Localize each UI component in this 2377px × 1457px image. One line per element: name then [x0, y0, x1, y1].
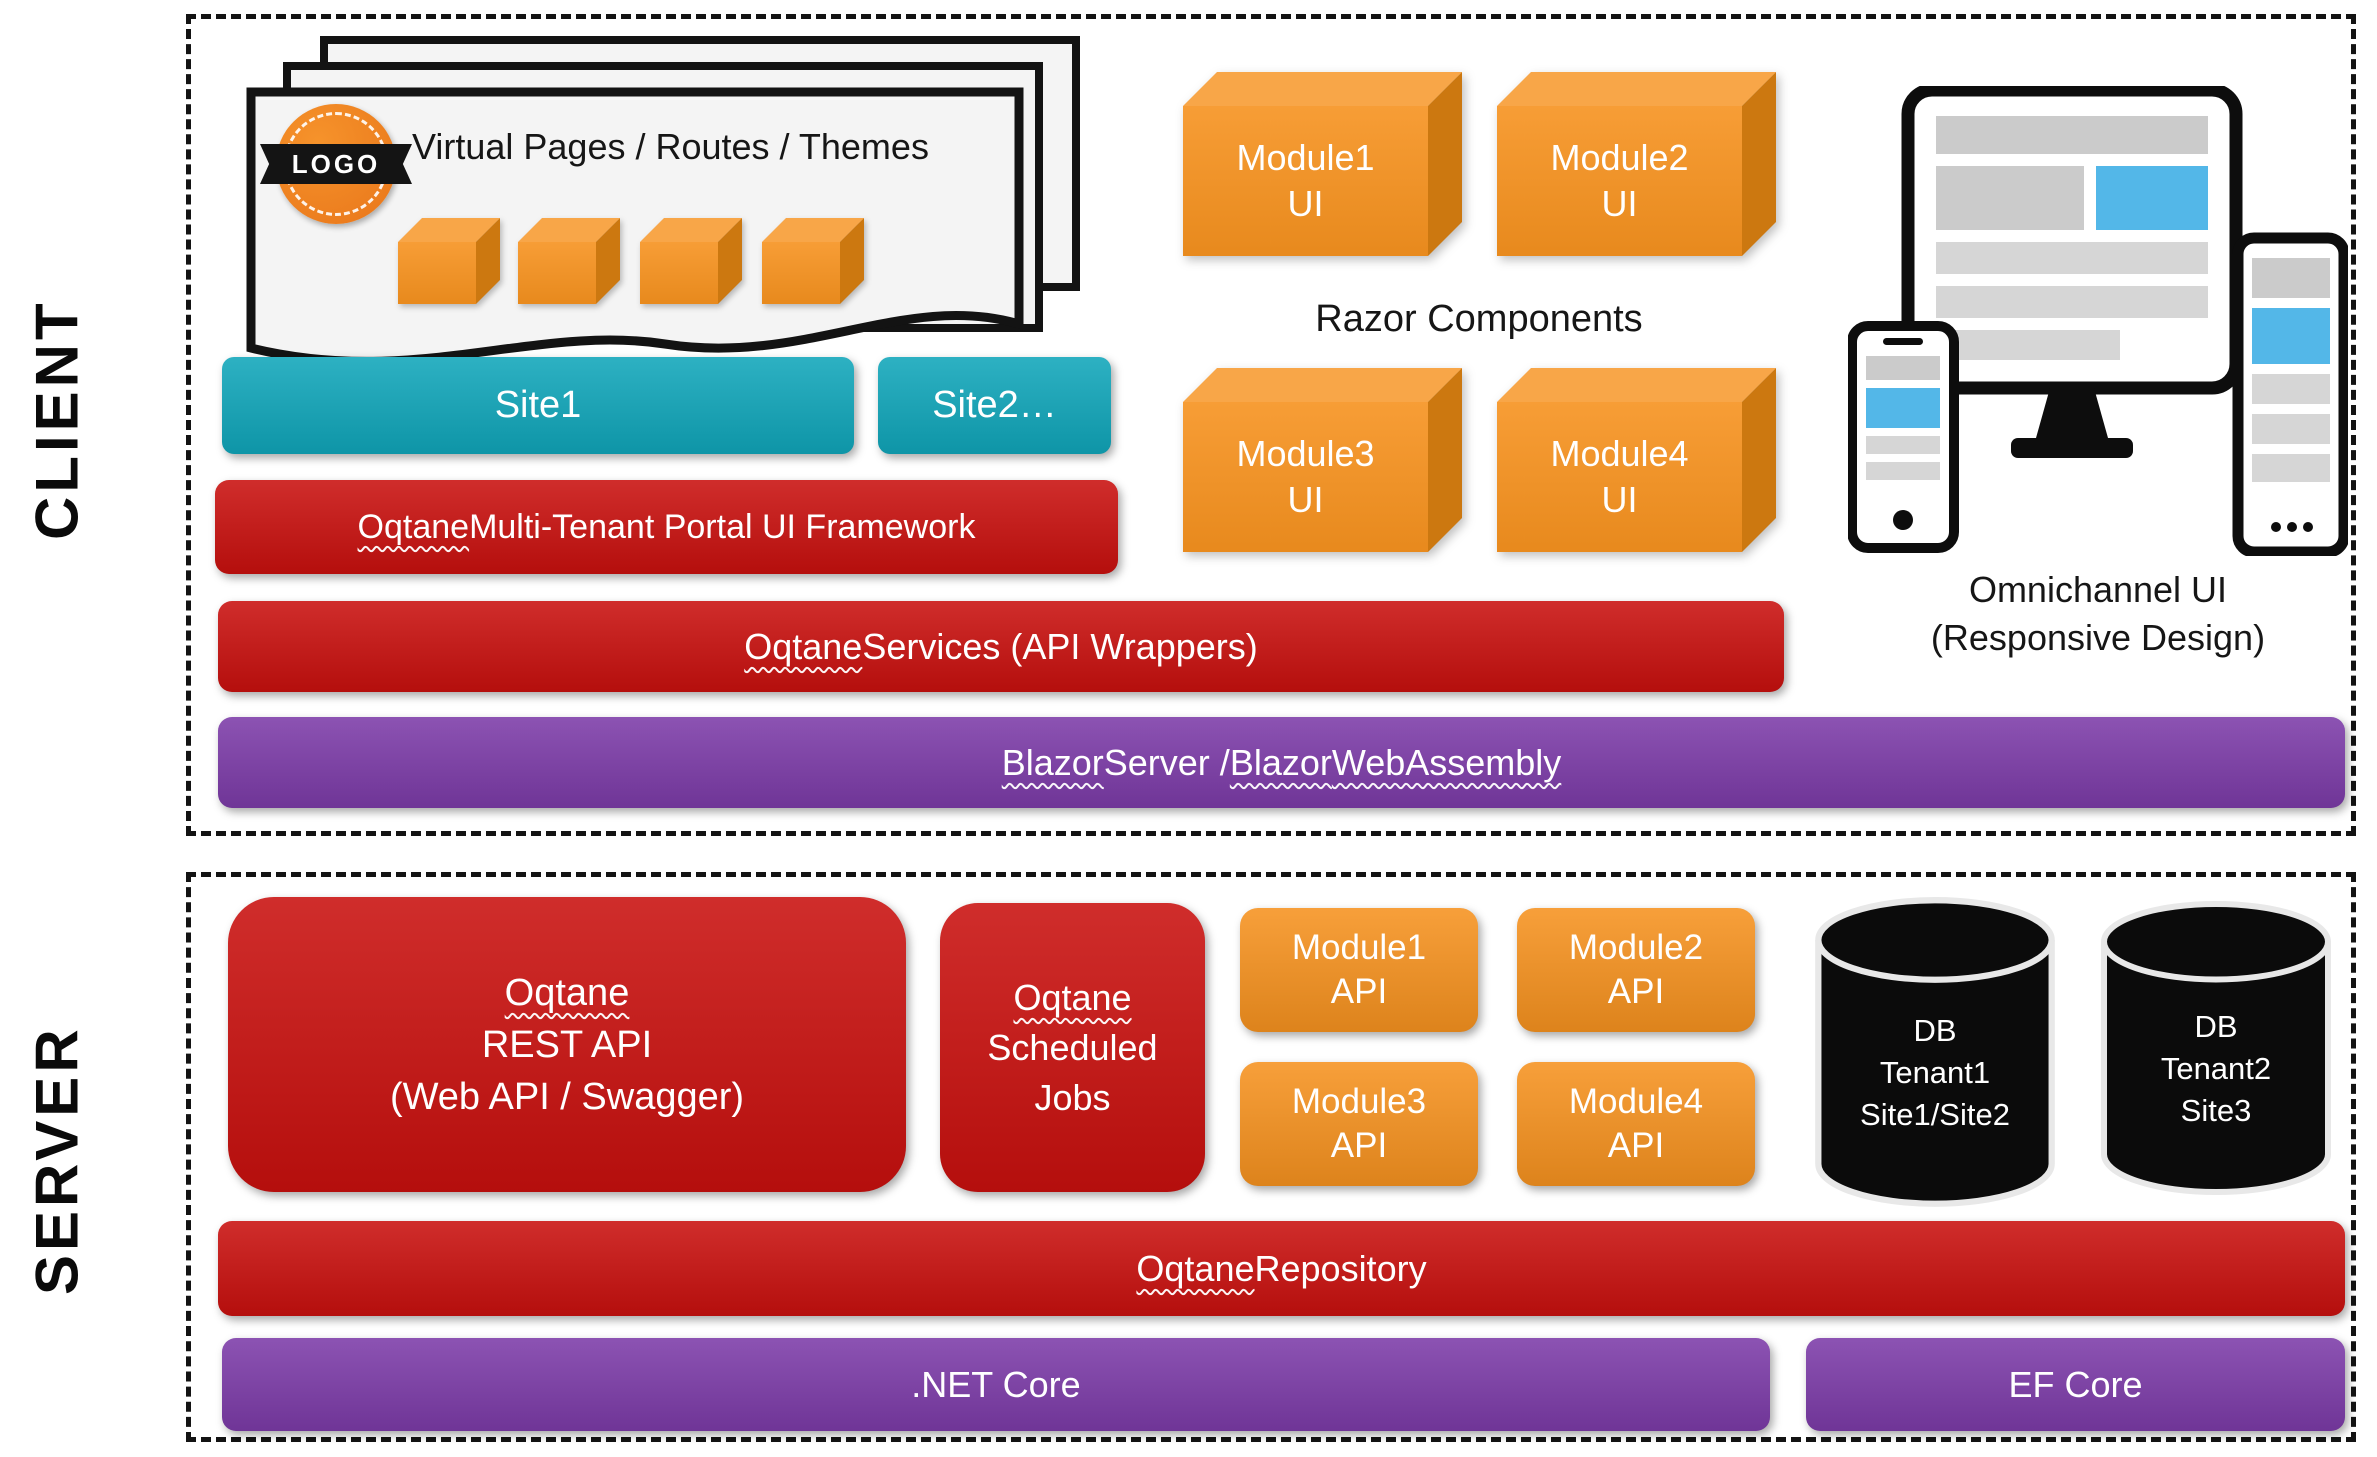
database-cylinder-icon: [1815, 897, 2055, 1207]
rest-api-line1: Oqtane: [505, 967, 630, 1019]
blazor-word-2: Blazor: [1229, 741, 1332, 783]
module3-api-label: Module3 API: [1291, 1082, 1427, 1165]
cube-top-face: [1497, 72, 1776, 106]
cube-front-face: Module4 UI: [1497, 402, 1742, 552]
efcore-label: EF Core: [2008, 1363, 2143, 1405]
db-tenant2-label: DB Tenant2 Site3: [2160, 1009, 2272, 1128]
module3-ui-label: Module3 UI: [1236, 433, 1375, 520]
cube-side-face: [1742, 72, 1776, 256]
services-bar-text: Services (API Wrappers): [862, 625, 1258, 667]
site2-label: Site2…: [932, 384, 1057, 426]
omnichannel-caption: Omnichannel UI (Responsive Design): [1930, 569, 2266, 658]
module4-ui-label: Module4 UI: [1550, 433, 1689, 520]
cube-front-face: [518, 242, 596, 304]
blazor-word-1: Blazor: [1001, 741, 1104, 783]
omnichannel-devices-illustration: [1848, 86, 2348, 556]
site1-box: Site1: [222, 357, 854, 454]
module1-api-label: Module1 API: [1291, 928, 1427, 1011]
repository-bar: Oqtane Repository: [218, 1221, 2345, 1316]
scheduled-line1: Oqtane: [1013, 973, 1131, 1023]
smartphone-icon: [1848, 321, 1959, 553]
services-bar-word: Oqtane: [744, 625, 863, 667]
db-tenant1-label: DB Tenant1 Site1/Site2: [1860, 1013, 2010, 1132]
module4-api-label: Module4 API: [1568, 1082, 1704, 1165]
portal-framework-bar: Oqtane Multi-Tenant Portal UI Framework: [215, 480, 1118, 574]
portal-bar-word: Oqtane: [357, 507, 470, 546]
theme-content-cube-4: [762, 218, 864, 304]
client-section-label: CLIENT: [23, 299, 91, 541]
scheduled-word: Oqtane: [1013, 976, 1132, 1018]
module4-api-box: Module4 API: [1517, 1062, 1755, 1186]
virtual-pages-title: Virtual Pages / Routes / Themes: [412, 126, 929, 167]
monitor-icon: [1901, 86, 2243, 458]
scheduled-jobs-box: Oqtane Scheduled Jobs: [940, 903, 1205, 1192]
rest-api-line3: (Web API / Swagger): [389, 1075, 745, 1118]
blazor-text-1: Server /: [1103, 741, 1230, 783]
netcore-bar: .NET Core: [222, 1338, 1770, 1431]
scheduled-line3: Jobs: [1034, 1076, 1111, 1118]
cube-front-face: Module2 UI: [1497, 106, 1742, 256]
module1-ui-label: Module1 UI: [1236, 137, 1375, 224]
cube-front-face: [398, 242, 476, 304]
cube-front-face: Module1 UI: [1183, 106, 1428, 256]
services-bar: Oqtane Services (API Wrappers): [218, 601, 1784, 692]
netcore-label: .NET Core: [911, 1363, 1081, 1405]
scheduled-line2: Scheduled: [987, 1026, 1158, 1068]
module2-ui-cube: Module2 UI: [1497, 72, 1776, 256]
cube-side-face: [1428, 72, 1462, 256]
cube-top-face: [1183, 72, 1462, 106]
logo-banner: LOGO: [260, 144, 412, 184]
razor-components-label: Razor Components: [1315, 298, 1643, 340]
server-section-label: SERVER: [23, 1025, 91, 1295]
cube-front-face: Module3 UI: [1183, 402, 1428, 552]
module1-api-box: Module1 API: [1240, 908, 1478, 1032]
db-tenant1-cylinder: DB Tenant1 Site1/Site2: [1810, 896, 2060, 1210]
client-region-border: [186, 14, 2356, 836]
module2-api-box: Module2 API: [1517, 908, 1755, 1032]
logo-text: LOGO: [291, 148, 381, 179]
module4-ui-cube: Module4 UI: [1497, 368, 1776, 552]
blazor-word-3: WebAssembly: [1331, 741, 1562, 783]
theme-content-cube-1: [398, 218, 500, 304]
site2-box: Site2…: [878, 357, 1111, 454]
cube-front-face: [762, 242, 840, 304]
server-region-border: [186, 872, 2356, 1442]
module3-ui-cube: Module3 UI: [1183, 368, 1462, 552]
repository-text: Repository: [1254, 1247, 1427, 1289]
tablet-icon: [2232, 232, 2348, 556]
db-tenant2-cylinder: DB Tenant2 Site3: [2096, 900, 2336, 1198]
database-cylinder-icon: [2101, 900, 2331, 1196]
cube-side-face: [1428, 368, 1462, 552]
cube-front-face: [640, 242, 718, 304]
cube-side-face: [1742, 368, 1776, 552]
module2-ui-label: Module2 UI: [1550, 137, 1689, 224]
module1-ui-cube: Module1 UI: [1183, 72, 1462, 256]
theme-content-cube-2: [518, 218, 620, 304]
rest-api-word: Oqtane: [504, 971, 630, 1014]
theme-content-cube-3: [640, 218, 742, 304]
module3-api-box: Module3 API: [1240, 1062, 1478, 1186]
cube-top-face: [1497, 368, 1776, 402]
blazor-bar: Blazor Server / Blazor WebAssembly: [218, 717, 2345, 808]
cube-top-face: [1183, 368, 1462, 402]
site1-label: Site1: [494, 384, 582, 426]
repository-word: Oqtane: [1136, 1247, 1255, 1289]
rest-api-box: Oqtane REST API (Web API / Swagger): [228, 897, 906, 1192]
portal-bar-text: Multi-Tenant Portal UI Framework: [469, 507, 976, 546]
rest-api-line2: REST API: [481, 1023, 653, 1066]
module2-api-label: Module2 API: [1568, 928, 1704, 1011]
efcore-bar: EF Core: [1806, 1338, 2345, 1431]
logo-badge: LOGO: [260, 104, 412, 224]
